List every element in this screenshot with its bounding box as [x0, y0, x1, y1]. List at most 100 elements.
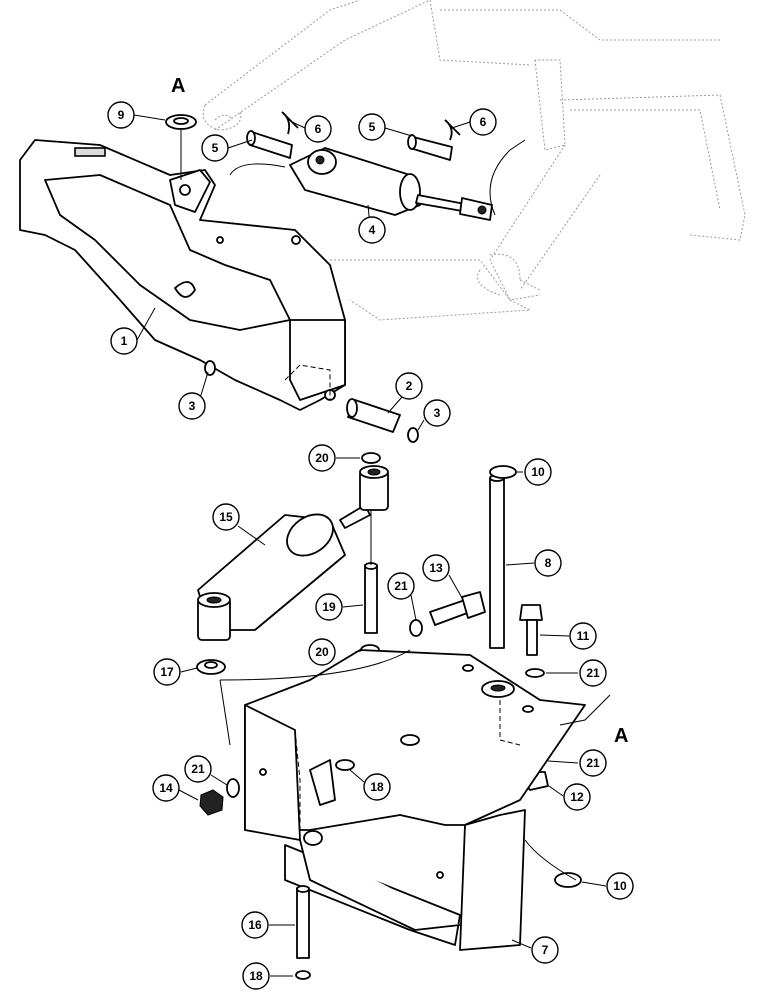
- callout-circle: [153, 658, 181, 686]
- callout-circle: [531, 936, 559, 964]
- callout-number: 21: [394, 579, 408, 593]
- callout-number: 10: [613, 879, 627, 893]
- callout-circle: [395, 372, 423, 400]
- snap-ring-3: [204, 360, 419, 443]
- callout-11: 11: [569, 622, 597, 650]
- ring-10-lower: [554, 872, 582, 888]
- callout-21: 21: [387, 572, 415, 600]
- callout-5: 5: [201, 134, 229, 162]
- callout-circle: [569, 622, 597, 650]
- callout-number: 12: [570, 790, 584, 804]
- callout-circle: [242, 962, 270, 990]
- callout-18: 18: [242, 962, 270, 990]
- callout-12: 12: [563, 783, 591, 811]
- callout-6: 6: [304, 115, 332, 143]
- callout-number: 5: [369, 120, 376, 134]
- callout-number: 18: [249, 969, 263, 983]
- callout-21: 21: [184, 755, 212, 783]
- callout-number: 10: [531, 465, 545, 479]
- ref-a-top: A: [171, 75, 185, 97]
- callout-number: 20: [315, 451, 329, 465]
- callout-number: 2: [406, 379, 413, 393]
- callout-18: 18: [363, 773, 391, 801]
- callout-circle: [579, 749, 607, 777]
- arm-bracket: [19, 139, 346, 411]
- cylinder-4: [289, 147, 493, 221]
- reference-mark-bottom: A: [614, 725, 628, 747]
- callout-circle: [606, 872, 634, 900]
- loader-frame-ghost: [202, 0, 746, 321]
- callout-circle: [579, 659, 607, 687]
- mount-bracket-7: [244, 649, 586, 951]
- callout-number: 1: [121, 334, 128, 348]
- callout-number: 21: [586, 666, 600, 680]
- callout-10: 10: [524, 458, 552, 486]
- pin-8: [489, 465, 517, 649]
- pin-5-right: [407, 119, 461, 161]
- callout-20: 20: [308, 638, 336, 666]
- washer-17: [196, 659, 226, 675]
- callout-circle: [358, 216, 386, 244]
- callout-number: 21: [191, 762, 205, 776]
- callout-circle: [563, 783, 591, 811]
- callout-1: 1: [110, 327, 138, 355]
- callout-21: 21: [579, 659, 607, 687]
- callout-7: 7: [531, 936, 559, 964]
- callout-circle: [241, 911, 269, 939]
- bolt-13: [409, 591, 486, 637]
- callout-number: 16: [248, 918, 262, 932]
- callout-number: 17: [160, 665, 174, 679]
- callout-9: 9: [107, 101, 135, 129]
- callout-circle: [315, 593, 343, 621]
- callout-15: 15: [212, 503, 240, 531]
- callout-circle: [308, 638, 336, 666]
- callout-circle: [107, 101, 135, 129]
- callout-8: 8: [534, 549, 562, 577]
- callout-circle: [358, 113, 386, 141]
- callout-number: 21: [586, 756, 600, 770]
- callout-number: 7: [542, 943, 549, 957]
- callout-number: 19: [322, 600, 336, 614]
- callout-number: 11: [577, 629, 590, 643]
- callout-number: 3: [434, 406, 441, 420]
- callout-14: 14: [152, 774, 180, 802]
- callout-4: 4: [358, 216, 386, 244]
- ref-a-bottom: A: [614, 725, 628, 747]
- pin-16: [295, 885, 311, 980]
- leader-lines: [133, 114, 611, 977]
- callout-3: 3: [178, 392, 206, 420]
- callout-13: 13: [422, 554, 450, 582]
- callout-circle: [201, 134, 229, 162]
- callout-circle: [184, 755, 212, 783]
- callout-number: 6: [315, 122, 322, 136]
- callout-3: 3: [423, 399, 451, 427]
- callout-16: 16: [241, 911, 269, 939]
- callout-circle: [304, 115, 332, 143]
- callout-number: 5: [212, 141, 219, 155]
- cylinder-15: [197, 465, 389, 641]
- callout-circle: [524, 458, 552, 486]
- callout-circle: [422, 554, 450, 582]
- callout-number: 15: [219, 510, 233, 524]
- callout-circle: [308, 444, 336, 472]
- callout-circle: [423, 399, 451, 427]
- callout-circle: [387, 572, 415, 600]
- callout-number: 6: [480, 115, 487, 129]
- pin-5-left: [246, 111, 299, 159]
- callout-circle: [534, 549, 562, 577]
- callout-20: 20: [308, 444, 336, 472]
- callout-10: 10: [606, 872, 634, 900]
- callout-5: 5: [358, 113, 386, 141]
- callout-circle: [178, 392, 206, 420]
- callout-19: 19: [315, 593, 343, 621]
- callout-circle: [152, 774, 180, 802]
- callout-number: 14: [159, 781, 173, 795]
- callout-number: 20: [315, 645, 329, 659]
- callout-number: 8: [545, 556, 552, 570]
- callout-circle: [363, 773, 391, 801]
- callout-17: 17: [153, 658, 181, 686]
- nut-14: [199, 778, 240, 816]
